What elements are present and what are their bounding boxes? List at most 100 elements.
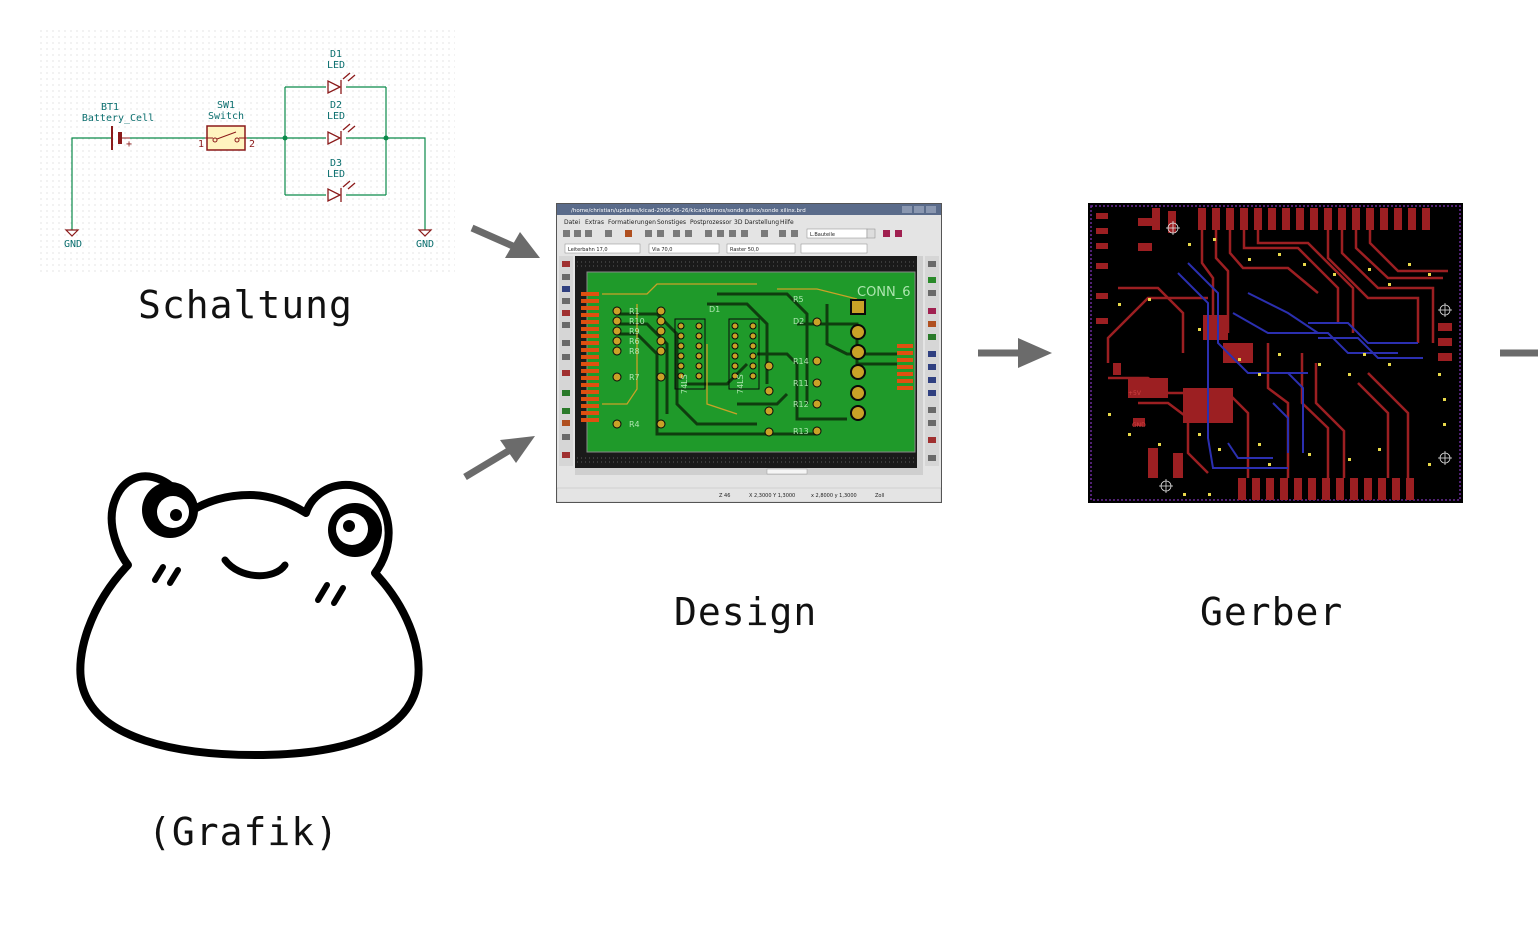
layer-select-value: L.Bauteile — [810, 232, 835, 238]
menu-bar: Datei Extras Formatierungen Sonstiges Po… — [564, 219, 794, 226]
label-ic2: 74LS — [736, 374, 745, 394]
window-minimize-button[interactable] — [902, 206, 912, 213]
window-close-button[interactable] — [926, 206, 936, 213]
sw-pin2: 2 — [249, 139, 255, 150]
window-title: /home/christian/updates/kicad-2006-06-26… — [571, 208, 806, 214]
grid-size-value: Raster 50,0 — [730, 247, 759, 253]
sw1-value: Switch — [208, 111, 244, 122]
led-d2-symbol — [327, 123, 356, 146]
toolbar-icons[interactable] — [563, 230, 902, 237]
gerber-bottom-pads — [1238, 478, 1414, 500]
pcb-top-tracks — [602, 283, 858, 415]
gerber-drawing: +5V GND — [1088, 203, 1463, 503]
pcb-dot-rows — [577, 261, 921, 463]
frog-smile — [221, 556, 289, 580]
status-zoom: Z 46 — [719, 493, 730, 499]
pcb-pads — [612, 306, 822, 437]
pcb-ic-2 — [728, 318, 760, 390]
conn-label: CONN_6 — [857, 285, 911, 300]
gnd-right-label: GND — [416, 239, 434, 250]
gerber-bottom-traces — [1177, 262, 1423, 469]
battery-symbol — [111, 126, 130, 150]
gerber-top-pads — [1152, 208, 1430, 233]
menu-extras[interactable]: Extras — [585, 219, 604, 226]
gerber-vias — [1108, 238, 1446, 496]
right-toolbar[interactable] — [925, 256, 939, 466]
schematic-wires — [71, 86, 426, 230]
bt1-ref: BT1 — [101, 102, 119, 113]
horizontal-scroll-thumb[interactable] — [766, 468, 808, 475]
label-r13: R13 — [793, 427, 809, 436]
frog-left-eye — [142, 482, 198, 538]
zoom-select[interactable] — [800, 243, 868, 254]
menu-postprozessor[interactable]: Postprozessor — [690, 219, 732, 226]
gerber-top-traces — [1106, 230, 1448, 478]
menu-datei[interactable]: Datei — [564, 219, 580, 226]
label-r7: R7 — [629, 373, 640, 382]
arrow-schematic-to-design — [470, 224, 540, 258]
menu-formatierungen[interactable]: Formatierungen — [608, 219, 656, 226]
design-window-drawing: /home/christian/updates/kicad-2006-06-26… — [556, 204, 942, 503]
status-dxy: x 2,8000 y 1,3000 — [811, 493, 857, 499]
label-ic1: 74LS — [680, 374, 689, 394]
frog-blush — [152, 564, 346, 606]
bt1-value: Battery_Cell — [82, 113, 154, 124]
schematic-caption: Schaltung — [138, 283, 353, 327]
gerber-label-gnd: GND — [1132, 422, 1146, 429]
gerber-left-pads — [1096, 213, 1452, 426]
via-size-select[interactable] — [648, 243, 720, 254]
gerber-fiducials — [1159, 221, 1452, 493]
switch-symbol — [205, 125, 247, 151]
track-width-select[interactable] — [564, 243, 641, 254]
design-window: /home/christian/updates/kicad-2006-06-26… — [556, 203, 942, 503]
pcb-labels: CONN_6 R1 R10 R9 R6 R8 R7 R4 R5 R14 R11 … — [629, 285, 911, 436]
label-r11: R11 — [793, 379, 809, 388]
via-size-value: Via 70,0 — [652, 247, 673, 253]
pcb-ic-1 — [674, 318, 706, 390]
d2-value: LED — [327, 111, 345, 122]
sw1-ref: SW1 — [217, 100, 235, 111]
sw-pin1: 1 — [198, 139, 204, 150]
d1-ref: D1 — [330, 49, 342, 60]
label-r9: R9 — [629, 327, 640, 336]
frog-drawing — [76, 472, 423, 759]
label-r12: R12 — [793, 400, 809, 409]
led-d3-symbol — [327, 180, 356, 203]
status-unit: Zoll — [875, 493, 884, 499]
schematic-panel: + BT1 Battery_Cell SW1 Switch 1 2 — [40, 30, 455, 275]
pcb-right-connector — [897, 344, 913, 390]
track-width-value: Leiterbahn 17,0 — [568, 247, 608, 253]
frog-graphic — [70, 455, 430, 765]
led-d1-symbol — [327, 72, 356, 95]
menu-3d-darstellung[interactable]: 3D Darstellung — [734, 219, 779, 226]
menu-sonstiges[interactable]: Sonstiges — [657, 219, 686, 226]
d2-ref: D2 — [330, 100, 342, 111]
vertical-scrollbar[interactable] — [917, 256, 923, 468]
schematic-drawing: + BT1 Battery_Cell SW1 Switch 1 2 — [40, 30, 455, 275]
label-d1: D1 — [709, 305, 720, 314]
grid-size-select[interactable] — [726, 243, 796, 254]
label-r6: R6 — [629, 337, 640, 346]
pcb-large-pads — [850, 299, 866, 421]
window-maximize-button[interactable] — [914, 206, 924, 213]
gnd-left-label: GND — [64, 239, 82, 250]
status-xy: X 2,3000 Y 1,3000 — [749, 493, 795, 499]
label-r1: R1 — [629, 307, 640, 316]
frog-right-eye — [328, 503, 382, 557]
graphic-caption: (Grafik) — [148, 810, 340, 854]
label-r4: R4 — [629, 420, 640, 429]
label-r5: R5 — [793, 295, 804, 304]
d1-value: LED — [327, 60, 345, 71]
label-r10: R10 — [629, 317, 645, 326]
arrow-design-to-gerber — [978, 338, 1052, 368]
menu-hilfe[interactable]: Hilfe — [780, 219, 794, 226]
label-r8: R8 — [629, 347, 640, 356]
pcb-tracks — [617, 292, 897, 436]
arrow-graphic-to-design — [463, 436, 535, 481]
pcb-left-connector — [581, 292, 599, 422]
gnd-right-symbol — [417, 229, 433, 237]
d3-ref: D3 — [330, 158, 342, 169]
horizontal-scrollbar[interactable] — [575, 468, 923, 475]
label-r14: R14 — [793, 357, 809, 366]
